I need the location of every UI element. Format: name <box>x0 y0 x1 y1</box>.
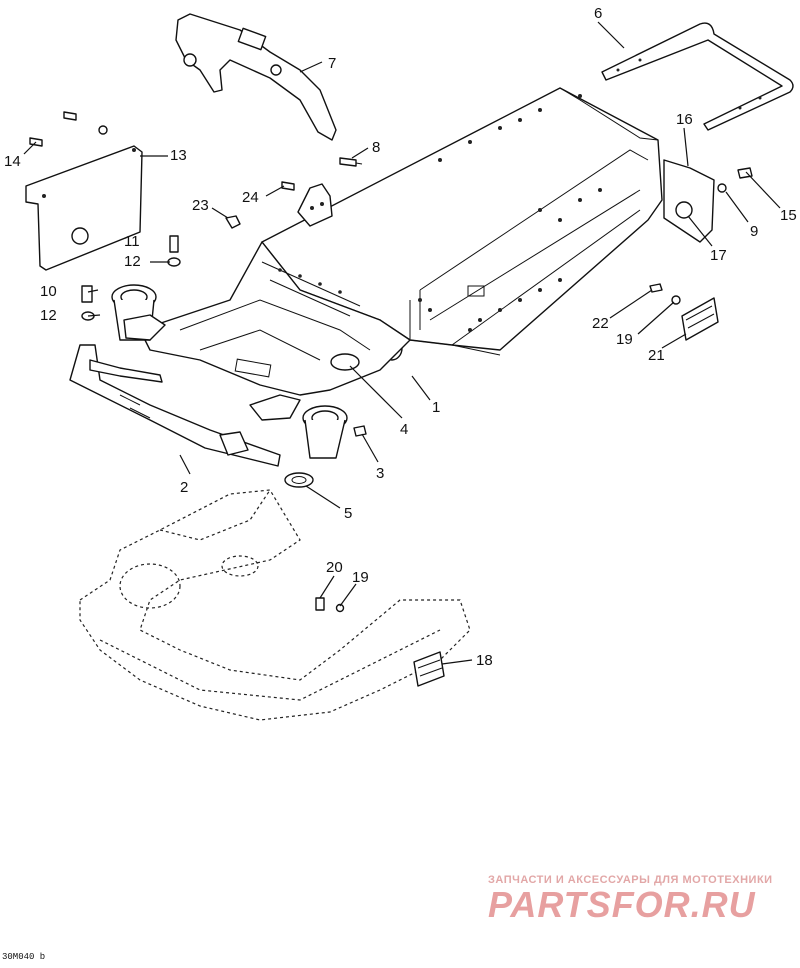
reference-code: 30M040 b <box>2 952 46 962</box>
rivet-14b <box>63 111 77 121</box>
callout-9: 9 <box>750 223 758 240</box>
belly-pan <box>79 489 471 721</box>
watermark-logo: PARTSFOR.RU <box>488 884 756 925</box>
callout-7: 7 <box>328 55 336 72</box>
callout-19-lower: 19 <box>352 569 369 586</box>
bracket-24 <box>297 183 333 227</box>
bolt-8 <box>339 157 357 167</box>
reflector-18 <box>413 651 445 687</box>
spindle-cup-right <box>302 405 348 459</box>
side-plate <box>25 145 143 271</box>
callout-18: 18 <box>476 652 493 669</box>
rear-bracket <box>663 159 715 243</box>
bushing-washer <box>284 472 314 488</box>
callout-6: 6 <box>594 5 602 22</box>
callout-14: 14 <box>4 153 21 170</box>
steering-bracket-2 <box>123 314 166 341</box>
steering-column <box>175 13 337 141</box>
washer-14 <box>98 125 108 135</box>
bolt-10 <box>81 285 93 303</box>
leader-lines <box>23 21 781 665</box>
nut-3 <box>353 425 367 437</box>
screw-20 <box>315 597 325 611</box>
front-bumper <box>69 344 281 467</box>
callout-3: 3 <box>376 465 384 482</box>
bolt-11 <box>169 235 179 253</box>
callout-19-rear: 19 <box>616 331 633 348</box>
callout-13: 13 <box>170 147 187 164</box>
callout-17: 17 <box>710 247 727 264</box>
callout-11: 11 <box>124 233 140 250</box>
nut-23 <box>225 215 241 229</box>
callout-21: 21 <box>648 347 665 364</box>
callout-23: 23 <box>192 197 209 214</box>
callout-20: 20 <box>326 559 343 576</box>
washer-9 <box>717 183 727 193</box>
reflector-21 <box>681 297 719 341</box>
callout-10: 10 <box>40 283 57 300</box>
callout-15: 15 <box>780 207 797 224</box>
watermark-tagline: ЗАПЧАСТИ И АКСЕССУАРЫ ДЛЯ МОТОТЕХНИКИ <box>488 874 773 886</box>
grommet-17 <box>675 201 693 219</box>
callout-12-upper: 12 <box>124 253 141 270</box>
callout-8: 8 <box>372 139 380 156</box>
callout-24: 24 <box>242 189 259 206</box>
callout-1: 1 <box>432 399 440 416</box>
callout-2: 2 <box>180 479 188 496</box>
callout-5: 5 <box>344 505 352 522</box>
callout-22: 22 <box>592 315 609 332</box>
rear-grab-handle <box>601 22 794 131</box>
steering-bracket <box>249 394 301 421</box>
callout-12-lower: 12 <box>40 307 57 324</box>
callouts: 1 2 3 4 5 6 7 8 9 10 11 12 12 13 14 15 1… <box>4 5 797 669</box>
bushing <box>330 353 360 371</box>
washer-19-lower <box>335 603 345 613</box>
callout-16: 16 <box>676 111 693 128</box>
callout-4: 4 <box>400 421 408 438</box>
